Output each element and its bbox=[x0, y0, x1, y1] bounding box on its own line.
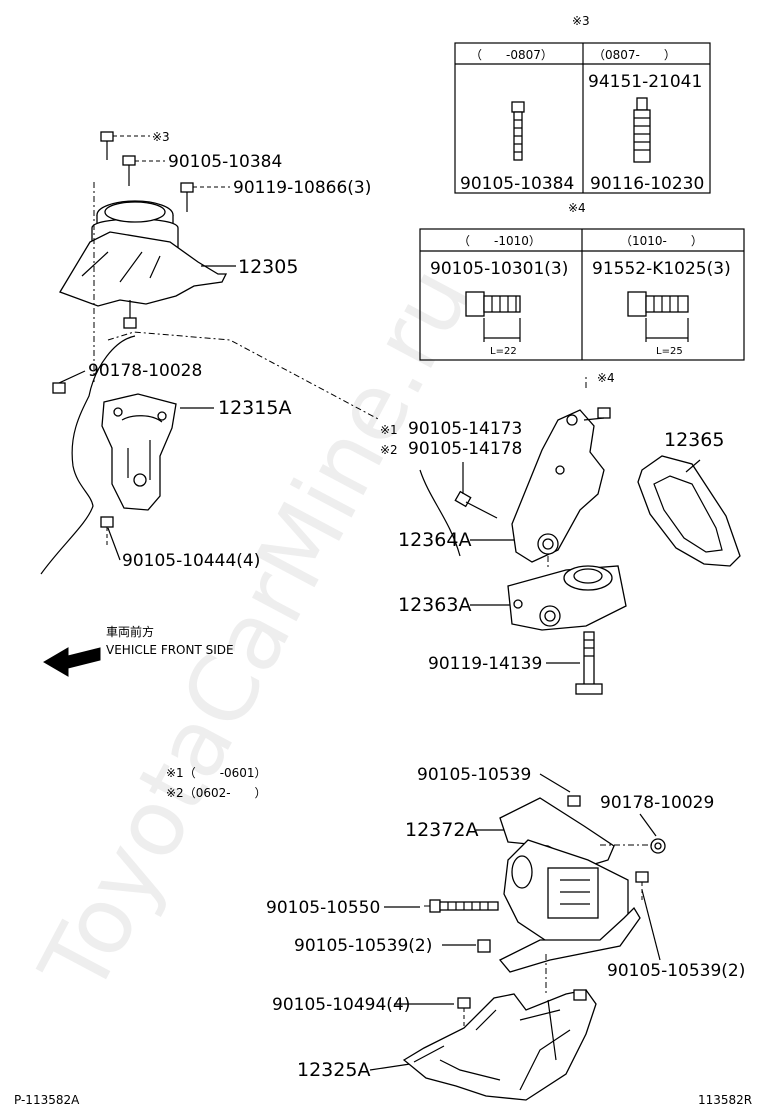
table-4-col2-length: L=25 bbox=[656, 346, 683, 357]
label-90105-10539: 90105-10539 bbox=[417, 765, 531, 785]
label-90119-14139: 90119-14139 bbox=[428, 654, 542, 674]
bolt-90105-10301-icon bbox=[465, 291, 521, 342]
footer-left-code: P-113582A bbox=[14, 1093, 80, 1107]
label-12305: 12305 bbox=[238, 256, 298, 278]
bracket-12315A bbox=[40, 335, 177, 575]
label-90119-10866: 90119-10866(3) bbox=[233, 178, 371, 198]
bolt-90119-14139-icon bbox=[575, 631, 603, 695]
table-4: ※4 （ -1010） （1010- ） 90105-10301(3) 9155… bbox=[419, 201, 745, 361]
label-marker-1: ※1 bbox=[380, 423, 398, 437]
table-3-col1-part: 90105-10384 bbox=[460, 174, 574, 194]
direction-label-en: VEHICLE FRONT SIDE bbox=[106, 643, 234, 657]
label-90105-10444: 90105-10444(4) bbox=[122, 551, 260, 571]
bolt-91552-K1025-icon bbox=[627, 291, 689, 342]
label-90105-10550: 90105-10550 bbox=[266, 898, 380, 918]
label-90105-10384: 90105-10384 bbox=[168, 152, 282, 172]
table-4-col2-part: 91552-K1025(3) bbox=[592, 259, 731, 279]
label-90178-10028: 90178-10028 bbox=[88, 361, 202, 381]
label-12315A: 12315A bbox=[218, 397, 291, 419]
table-3-marker: ※3 bbox=[572, 14, 590, 28]
front-arrow-icon bbox=[43, 647, 101, 677]
label-marker-4: ※4 bbox=[597, 371, 615, 385]
bracket-12372A bbox=[424, 795, 666, 994]
bolt-90105-14173-icon bbox=[454, 462, 498, 519]
table-4-marker: ※4 bbox=[568, 201, 586, 215]
label-marker-3: ※3 bbox=[152, 130, 170, 144]
stud-90116-10230-icon bbox=[633, 97, 651, 163]
label-90105-14173: 90105-14173 bbox=[408, 419, 522, 439]
bracket-12325A bbox=[402, 989, 597, 1101]
label-12372A: 12372A bbox=[405, 819, 478, 841]
table-3-col1-header: （ -0807） bbox=[470, 48, 553, 62]
label-90178-10029: 90178-10029 bbox=[600, 793, 714, 813]
vehicle-front-indicator: 車両前方 VEHICLE FRONT SIDE bbox=[43, 624, 234, 677]
engine-mount-12305 bbox=[59, 131, 236, 329]
label-90105-10539-2b: 90105-10539(2) bbox=[607, 961, 745, 981]
label-12364A: 12364A bbox=[398, 529, 471, 551]
note-2: ※2（0602- ） bbox=[166, 786, 267, 800]
table-3-col2-top-part: 94151-21041 bbox=[588, 72, 702, 92]
table-3: ※3 （ -0807） （0807- ） 94151-21041 90105-1… bbox=[454, 14, 711, 194]
label-90105-14178: 90105-14178 bbox=[408, 439, 522, 459]
label-12325A: 12325A bbox=[297, 1059, 370, 1081]
cover-12365 bbox=[637, 455, 741, 567]
table-4-col1-header: （ -1010） bbox=[458, 234, 541, 248]
bolt-90105-10384-icon bbox=[511, 101, 525, 161]
label-marker-2: ※2 bbox=[380, 443, 398, 457]
table-4-col1-part: 90105-10301(3) bbox=[430, 259, 568, 279]
label-90105-10539-2a: 90105-10539(2) bbox=[294, 936, 432, 956]
mount-12363A bbox=[507, 565, 627, 631]
table-4-col2-header: （1010- ） bbox=[620, 234, 703, 248]
bracket-12364A bbox=[511, 407, 611, 563]
label-90105-10494: 90105-10494(4) bbox=[272, 995, 410, 1015]
direction-label-jp: 車両前方 bbox=[106, 624, 154, 639]
footer-right-code: 113582R bbox=[698, 1093, 752, 1107]
label-12363A: 12363A bbox=[398, 594, 471, 616]
table-3-col2-part: 90116-10230 bbox=[590, 174, 704, 194]
note-1: ※1（ -0601） bbox=[166, 766, 267, 780]
table-4-col1-length: L=22 bbox=[490, 346, 517, 357]
table-3-col2-header: （0807- ） bbox=[593, 48, 676, 62]
label-12365: 12365 bbox=[664, 429, 724, 451]
